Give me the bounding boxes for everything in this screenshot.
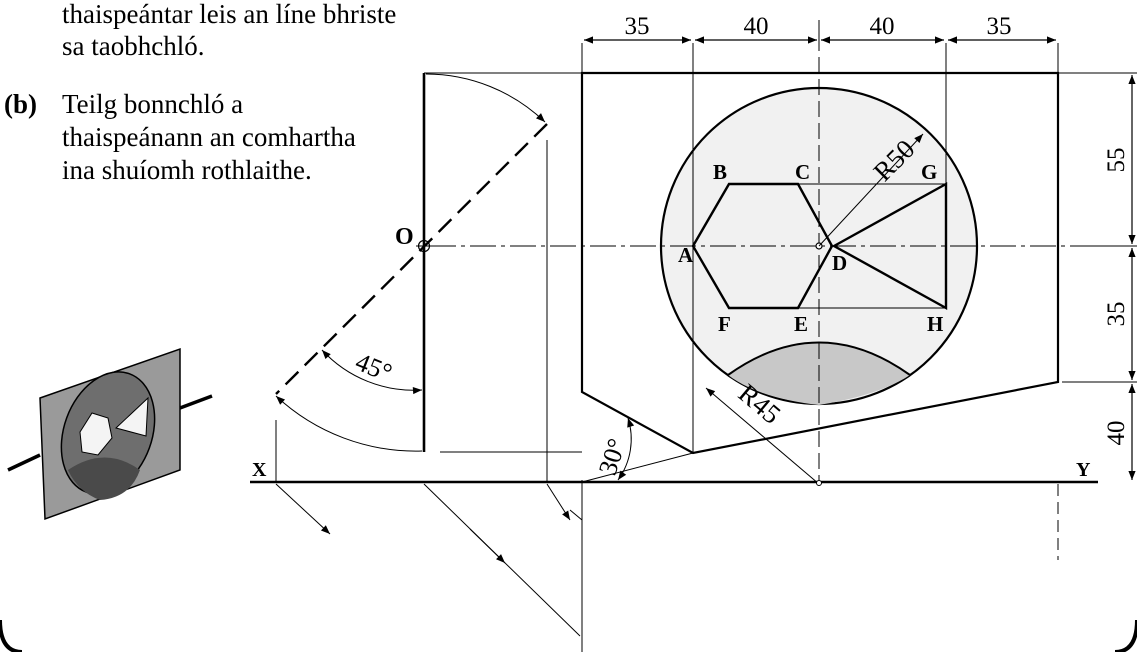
side-view <box>275 72 583 637</box>
right-dimensions: 55 35 40 <box>1058 72 1137 480</box>
dim-right-2: 35 <box>1103 302 1130 327</box>
dim-top-2: 40 <box>744 13 769 40</box>
label-c: C <box>795 160 810 184</box>
part-a-line-2: sa taobhchló. <box>62 31 205 61</box>
rotation-arc-bottom <box>275 395 423 452</box>
pictorial-triangle <box>115 396 149 437</box>
rotated-edge <box>275 123 548 395</box>
pictorial-hexagon <box>79 412 113 456</box>
label-b: B <box>713 160 727 184</box>
xy-centre-mark <box>816 480 822 486</box>
angle-45-arc <box>321 349 423 395</box>
dim-top-1: 35 <box>625 13 650 40</box>
label-h: H <box>927 312 943 336</box>
elevation-view <box>430 35 1090 652</box>
label-30: 30° <box>593 435 632 479</box>
part-b-label: (b) <box>4 89 37 119</box>
label-x: X <box>252 459 267 481</box>
rotation-arc-top <box>425 73 546 123</box>
part-a-line-1: thaispeántar leis an líne bhriste <box>62 0 397 29</box>
label-a: A <box>678 243 694 267</box>
segment-arc <box>727 341 911 376</box>
part-b-line-3: ina shuíomh rothlaithe. <box>62 155 312 185</box>
dim-right-3: 40 <box>1103 421 1130 446</box>
pictorial-view <box>7 347 213 521</box>
label-o: O <box>395 224 414 250</box>
label-d: D <box>832 251 847 275</box>
triangle <box>831 181 948 311</box>
dim-top-3: 40 <box>870 13 895 40</box>
r50-leader <box>818 133 924 247</box>
frame-corner-left <box>0 619 23 652</box>
label-e: E <box>794 312 808 336</box>
plate-outline <box>580 71 1060 455</box>
r45-leader <box>705 387 820 485</box>
dim-top-4: 35 <box>987 13 1012 40</box>
label-f: F <box>718 312 731 336</box>
part-b-line-2: thaispeánann an comhartha <box>62 122 356 152</box>
frame-corner-right <box>1114 619 1137 652</box>
label-g: G <box>921 160 937 184</box>
angle-30 <box>581 417 694 483</box>
dim-right-1: 55 <box>1103 148 1130 173</box>
top-dimensions: 35 40 40 35 <box>584 13 1056 44</box>
label-45: 45° <box>351 347 396 388</box>
label-y: Y <box>1076 459 1091 481</box>
part-b-line-1: Teilg bonnchló a <box>62 89 244 119</box>
pictorial-segment <box>68 457 140 500</box>
point-labels: B C G A D F E H O X Y <box>252 160 1091 481</box>
